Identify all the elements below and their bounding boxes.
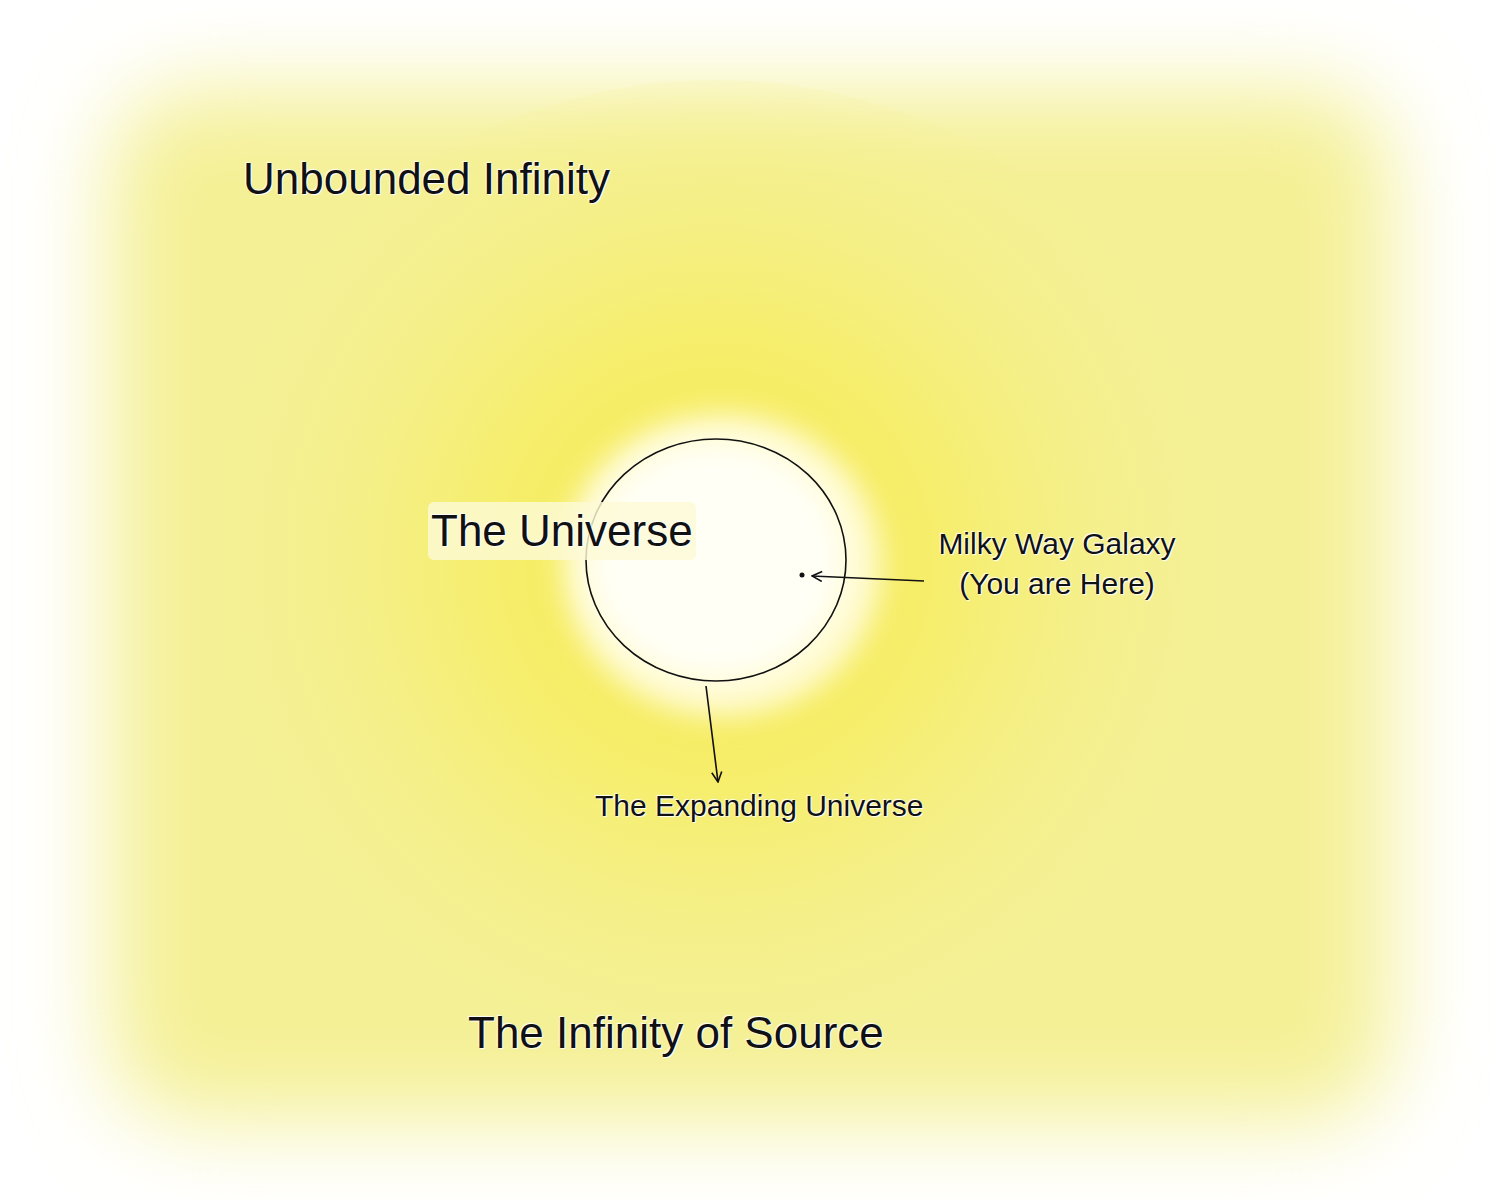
leader-arrow <box>706 686 718 782</box>
region-label: The Infinity of Source <box>468 1004 884 1062</box>
milky-way-dot <box>800 573 805 578</box>
universe-halo <box>562 413 882 717</box>
universe-label: The Universe <box>428 502 696 560</box>
source-glow <box>196 80 1236 1040</box>
region-label: Unbounded Infinity <box>243 150 610 208</box>
leader-arrow <box>812 576 924 581</box>
callout-label: Milky Way Galaxy (You are Here) <box>912 524 1202 603</box>
callout-label: The Expanding Universe <box>595 786 924 826</box>
